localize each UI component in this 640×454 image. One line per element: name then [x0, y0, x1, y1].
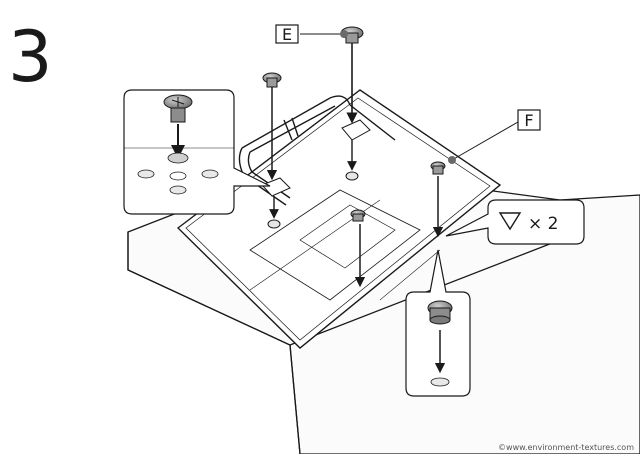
- screw-left: [262, 72, 282, 181]
- bracket-plate-e: [341, 119, 371, 181]
- screw-f: [430, 161, 446, 238]
- quantity-callout: × 2: [445, 199, 585, 245]
- neck-bracket: [238, 95, 396, 206]
- inset-screw-detail: [123, 89, 271, 215]
- label-f: F: [524, 111, 533, 130]
- stand-body: [176, 89, 502, 349]
- middle-knob: [350, 209, 366, 288]
- triangle-down-outline-icon: [498, 212, 522, 231]
- inset-foot-detail: [405, 249, 471, 397]
- label-e: E: [282, 25, 292, 44]
- quantity-label: × 2: [528, 214, 558, 234]
- step-number: 3: [8, 16, 53, 98]
- bracket-plate-left: [261, 177, 291, 229]
- copyright-watermark: ©www.environment-textures.com: [498, 443, 634, 452]
